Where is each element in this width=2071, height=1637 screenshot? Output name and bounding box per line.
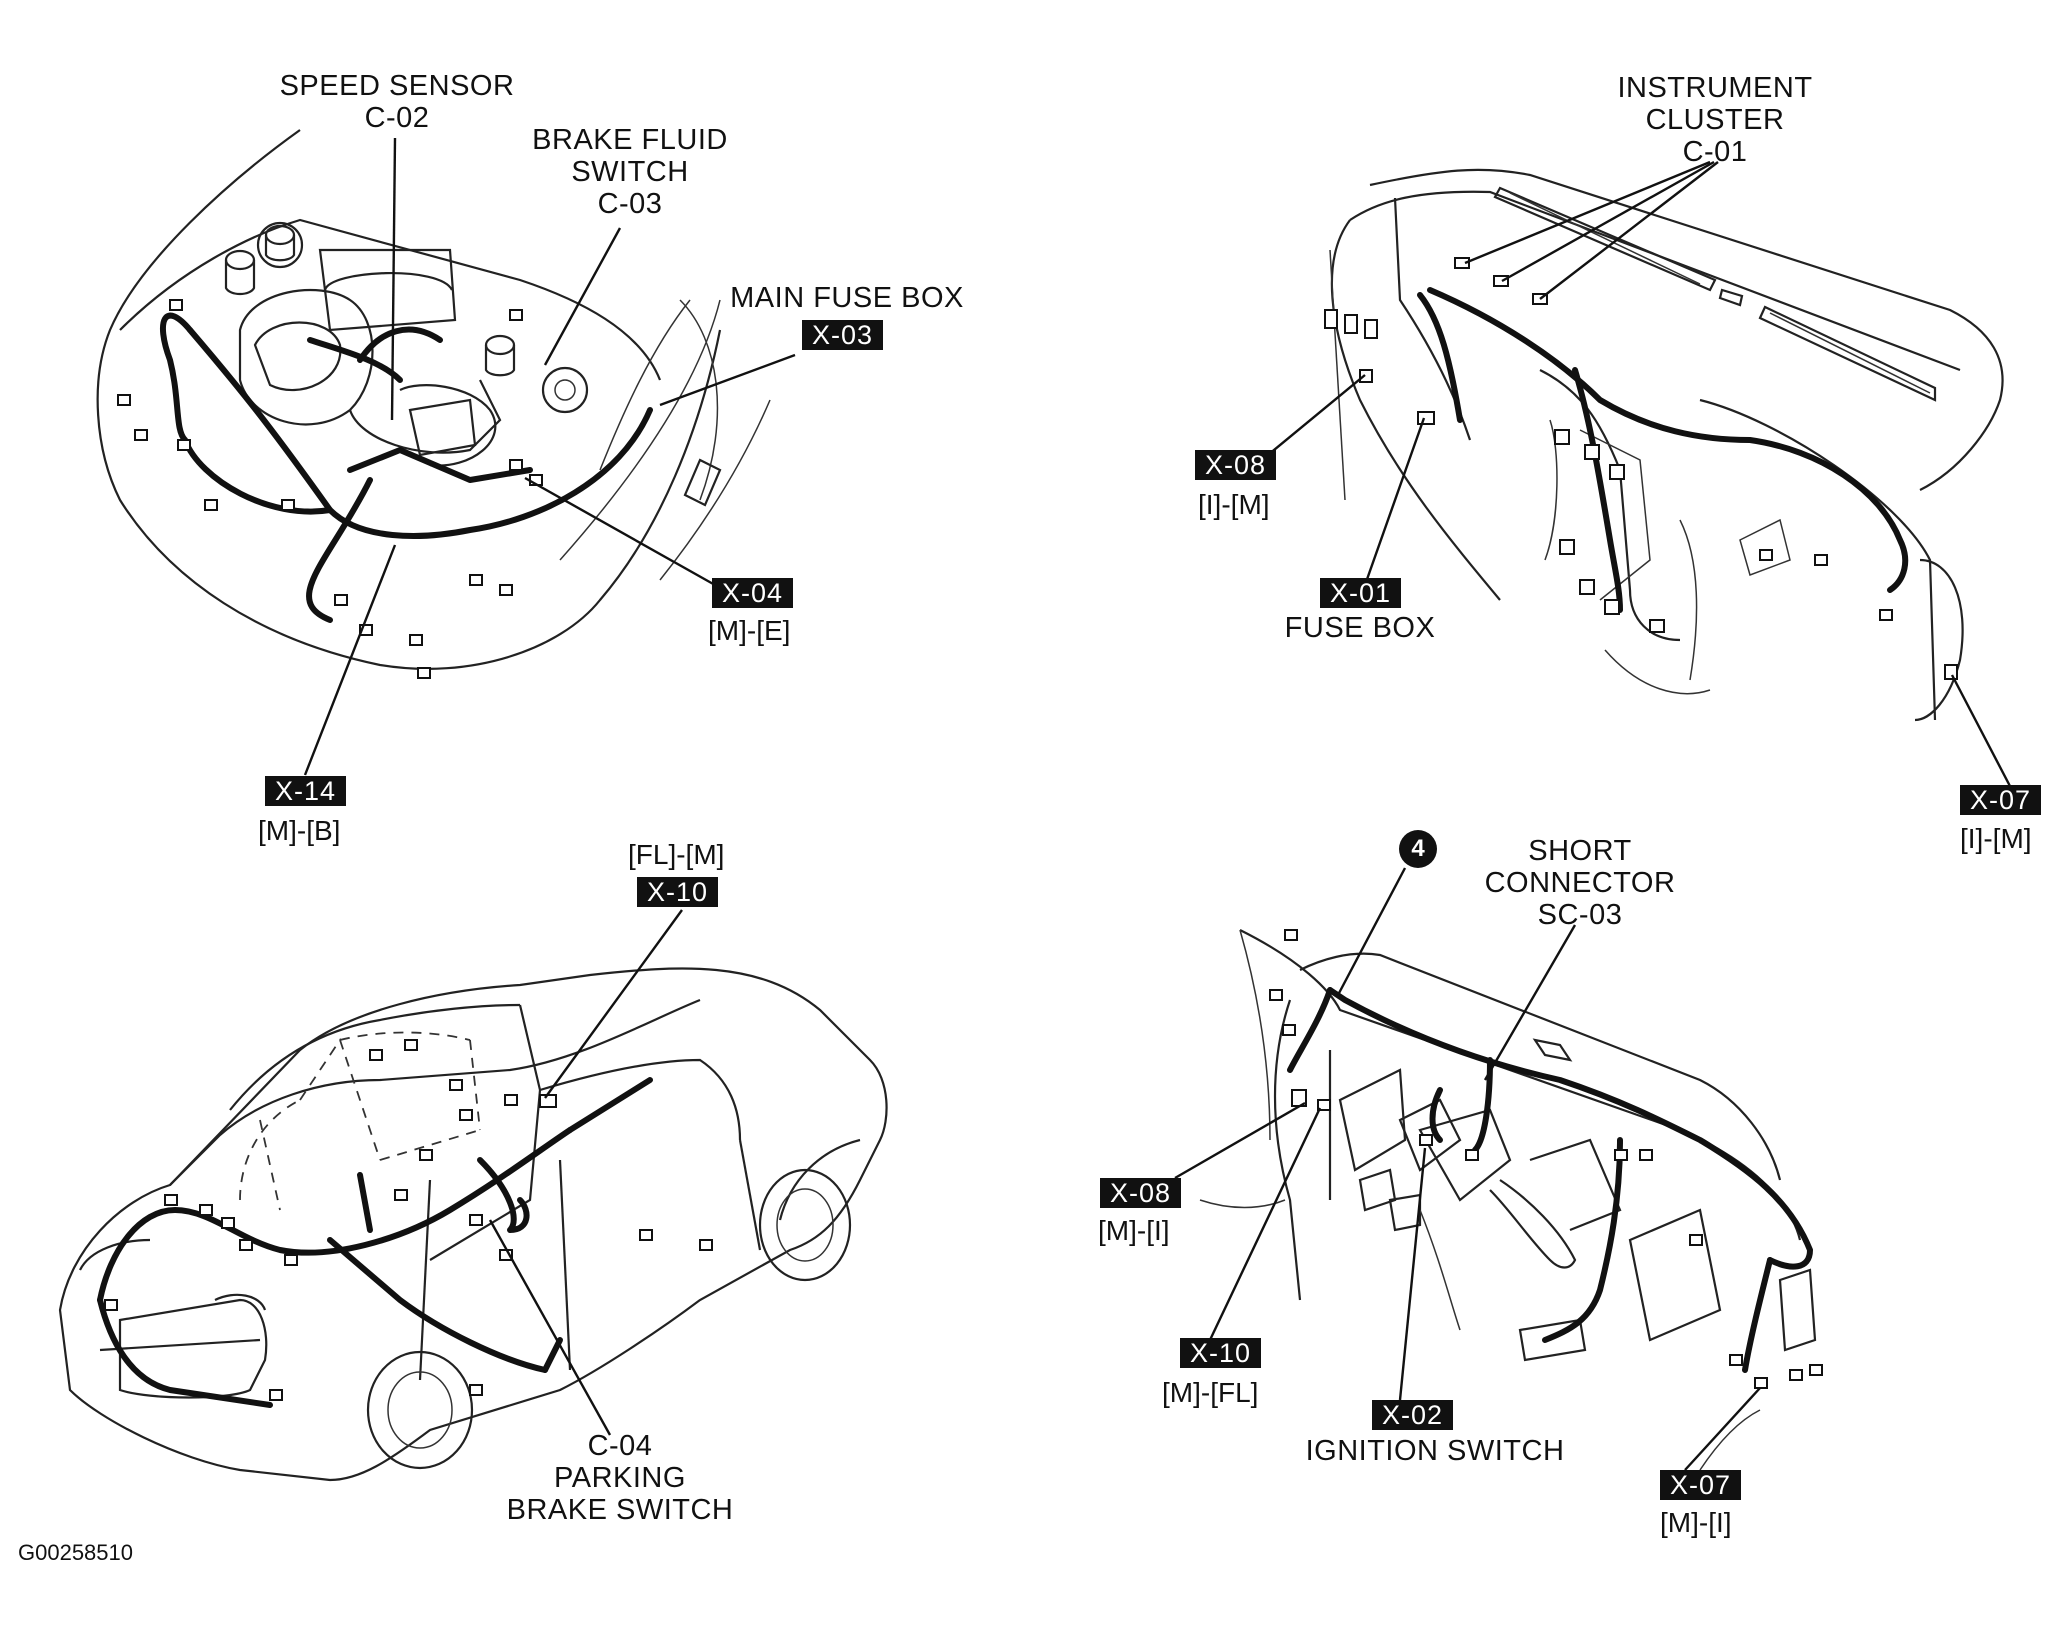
dashboard-top-connectors	[1324, 257, 1958, 680]
under-x07-route: [M]-[I]	[1660, 1507, 1732, 1538]
dash-x08-route: [I]-[M]	[1198, 489, 1270, 520]
figure-id: G00258510	[18, 1540, 133, 1565]
dashboard-under-illustration	[1199, 929, 1817, 1471]
x04-code: X-04	[712, 578, 794, 608]
car-body-leaders	[488, 909, 683, 1436]
fuse-box-name: FUSE BOX	[1284, 612, 1436, 644]
instrument-cluster-label: INSTRUMENT CLUSTER C-01	[1595, 72, 1835, 168]
dash-x07-route: [I]-[M]	[1960, 823, 2032, 854]
engine-bay-leaders	[303, 137, 796, 776]
main-fuse-box-name: MAIN FUSE BOX	[730, 282, 964, 314]
engine-bay-connectors	[117, 299, 543, 679]
engine-bay-illustration	[96, 129, 771, 670]
brake-fluid-switch-code: C-03	[597, 188, 663, 220]
dashboard-top-leaders	[1267, 160, 2014, 791]
dashboard-under-leaders	[1174, 867, 1761, 1471]
short-connector-name-line2: CONNECTOR	[1484, 867, 1676, 899]
instrument-cluster-code: C-01	[1682, 136, 1748, 168]
body-x10-code: X-10	[637, 877, 719, 907]
ignition-switch-code: X-02	[1372, 1400, 1454, 1430]
speed-sensor-code: C-02	[364, 102, 430, 134]
speed-sensor-label: SPEED SENSOR C-02	[262, 70, 532, 134]
ignition-switch-name: IGNITION SWITCH	[1305, 1435, 1565, 1467]
dash-x07-code: X-07	[1960, 785, 2042, 815]
x14-code: X-14	[265, 776, 347, 806]
short-connector-name-line1: SHORT	[1528, 835, 1632, 867]
dashboard-under-connectors	[1269, 929, 1823, 1389]
instrument-cluster-name-line1: INSTRUMENT	[1617, 72, 1813, 104]
instrument-cluster-name-line2: CLUSTER	[1645, 104, 1785, 136]
short-connector-code: SC-03	[1537, 899, 1623, 931]
dashboard-top-illustration	[1329, 168, 2004, 722]
parking-brake-switch-name-line1: PARKING	[554, 1462, 686, 1494]
parking-brake-switch-name-line2: BRAKE SWITCH	[506, 1494, 734, 1526]
fuse-box-code: X-01	[1320, 578, 1402, 608]
under-x10-route: [M]-[FL]	[1162, 1377, 1259, 1408]
short-connector-label: SHORT CONNECTOR SC-03	[1470, 835, 1690, 931]
car-body-illustration	[58, 967, 888, 1482]
under-x10-code: X-10	[1180, 1338, 1262, 1368]
car-body-connectors	[104, 1039, 713, 1401]
parking-brake-switch-label: C-04 PARKING BRAKE SWITCH	[495, 1430, 745, 1526]
main-fuse-box-code: X-03	[802, 320, 884, 350]
x14-route: [M]-[B]	[258, 815, 341, 846]
speed-sensor-name: SPEED SENSOR	[279, 70, 515, 102]
x04-route: [M]-[E]	[708, 615, 791, 646]
body-x10-route: [FL]-[M]	[628, 839, 725, 870]
under-x08-code: X-08	[1100, 1178, 1182, 1208]
under-x07-code: X-07	[1660, 1470, 1742, 1500]
brake-fluid-switch-label: BRAKE FLUID SWITCH C-03	[510, 124, 750, 220]
brake-fluid-switch-name-line1: BRAKE FLUID	[532, 124, 728, 156]
reference-badge-4: 4	[1399, 830, 1437, 868]
dash-x08-code: X-08	[1195, 450, 1277, 480]
brake-fluid-switch-name-line2: SWITCH	[571, 156, 689, 188]
under-x08-route: [M]-[I]	[1098, 1215, 1170, 1246]
parking-brake-switch-code: C-04	[587, 1430, 653, 1462]
